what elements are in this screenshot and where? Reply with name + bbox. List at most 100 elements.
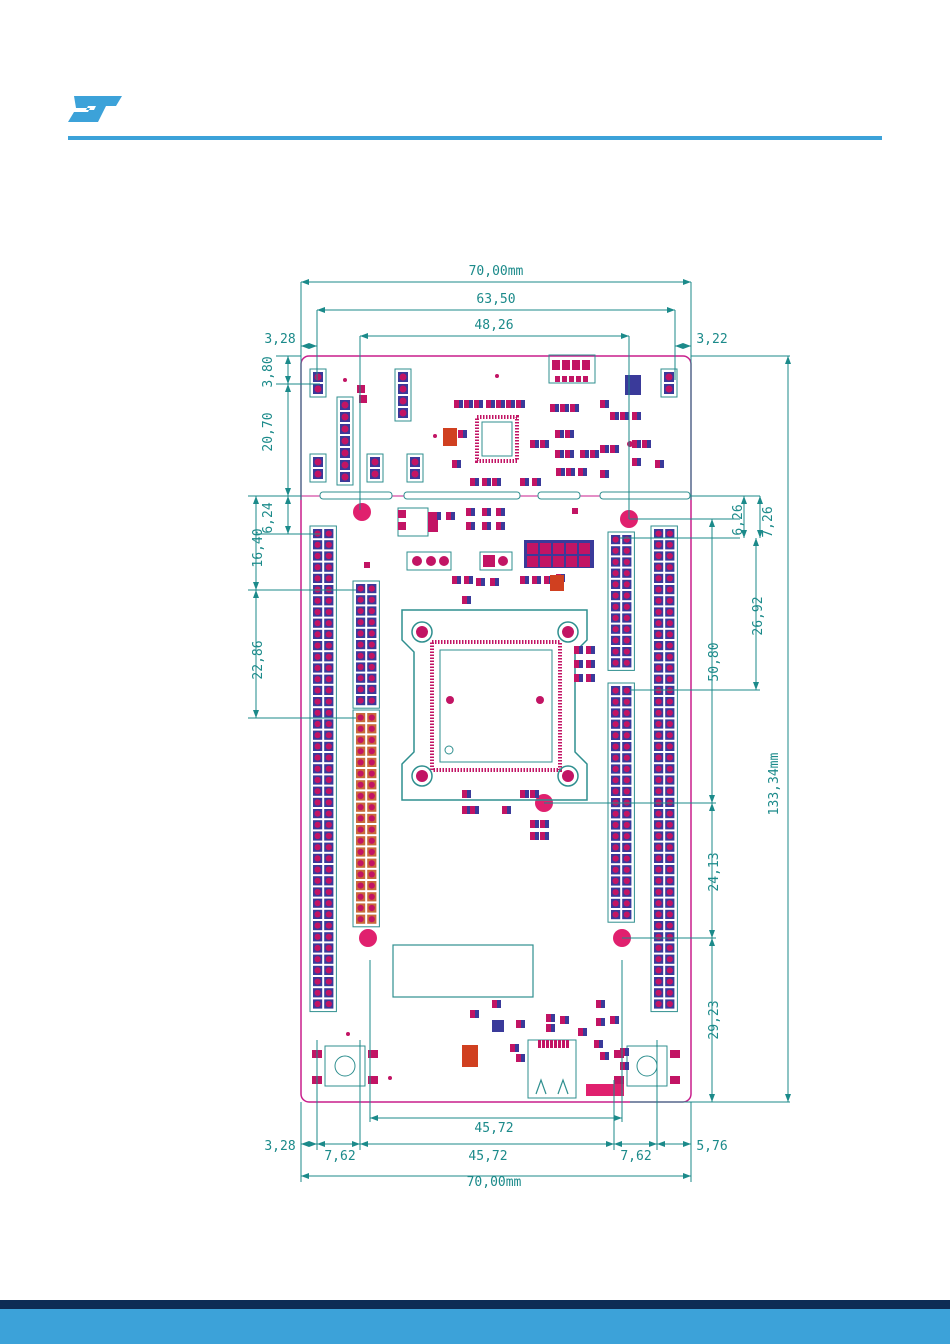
header-top-7pin-pin-pad [342,426,349,433]
smd-pad [540,820,545,828]
regulator-top [443,428,457,446]
header-right-inner-bottom-pin-pad [613,755,619,761]
header-right-inner-top-pin-pad [624,615,630,621]
header-left-inner-bottom-pin-pad [358,782,364,788]
header-right-inner-bottom-pin-pad [613,699,619,705]
header-left-inner-bottom-pin-pad [369,871,375,877]
header-left-outer-pin-pad [326,979,332,985]
header-right-outer-pin-pad [656,956,662,962]
smd-pad [520,790,525,798]
header-right-outer-pin-pad [656,699,662,705]
header-right-inner-bottom-pin-pad [613,744,619,750]
jp-top-right-pin-pad [666,386,673,393]
smd-pad [566,468,571,476]
dim-right-b-label: 7,26 [761,506,776,537]
header-left-outer-pin-pad [315,911,321,917]
header-left-outer-pin-pad [315,687,321,693]
header-right-inner-bottom-pin-pad [613,811,619,817]
smd-pad [565,450,570,458]
jp-top-right-pin-pad [666,374,673,381]
dim-top-inner-label: 48,26 [474,318,513,333]
header-left-outer-pin-pad [315,631,321,637]
header-left-inner-bottom-pin-pad [369,916,375,922]
smd-pad [532,576,537,584]
smd-pad [556,468,561,476]
header-left-outer-pin-pad [315,564,321,570]
header-left-inner-bottom-pin-pad [369,827,375,833]
header-right-outer-pin-pad [667,945,673,951]
dim-top-inner-arrow [621,333,629,339]
smd-pad-blue [595,450,599,458]
header-left-outer-pin-pad [315,900,321,906]
header-right-inner-bottom-pin-pad [624,755,630,761]
header-right-inner-bottom-pin-pad [613,844,619,850]
header-left-inner-bottom-pin-pad [369,759,375,765]
header-left-inner-bottom-pin-pad [369,838,375,844]
dim-top-total-arrow [683,279,691,285]
dim-bottom-left-label: 3,28 [264,1139,295,1154]
header-right-inner-bottom-pin-pad [624,856,630,862]
smd-pad-blue [637,412,641,420]
header-right-inner-top-pin-pad [613,581,619,587]
dim-bottom-total-label: 70,00mm [467,1175,522,1190]
header-right-inner-top-pin-pad [613,537,619,543]
header-right-outer-pin-pad [656,732,662,738]
header-left-inner-bottom-pin-pad [358,883,364,889]
header-right-inner-bottom-pin-pad [613,721,619,727]
header-left-inner-top-pin-pad [369,653,375,659]
header-right-inner-top-pin-pad [613,649,619,655]
smd-pad [474,400,479,408]
smd-pad [578,468,583,476]
smd-pad [574,660,579,668]
header-left-outer-pin-pad [326,777,332,783]
via [343,378,347,382]
header-left-outer-pin-pad [326,755,332,761]
dim-bottom-lpitch-arrow [317,1141,325,1147]
header-left-inner-top-pin-pad [358,642,364,648]
smd-pad [452,460,457,468]
smd-pad [483,555,495,567]
header-right-outer-pin-pad [667,889,673,895]
header-right-outer-pin-pad [667,967,673,973]
smd-pad [670,1076,680,1084]
header-left-inner-top-pin-pad [358,675,364,681]
header-right-outer-pin-pad [667,956,673,962]
header-right-outer-pin-pad [656,676,662,682]
header-right-outer-pin-pad [656,654,662,660]
smd-pad [462,806,467,814]
usb-connector-outline [528,1040,576,1098]
socket-screw-pad [562,770,574,782]
smd-pad-blue [497,478,501,486]
jp-top-left-pin-pad [315,374,322,381]
jp-mid-2-pin-pad [372,459,379,466]
header-left-outer-pin-pad [315,979,321,985]
header-right-outer-pin-pad [656,945,662,951]
dim-right-total-arrow [785,356,791,364]
usb-glyph [536,1080,546,1094]
smd-pad [642,440,647,448]
smd-pad [550,404,555,412]
dim-bottom-right-label: 5,76 [696,1139,727,1154]
header-top-7pin-pin-pad [342,462,349,469]
smd-pad [560,404,565,412]
mcu-body [440,650,552,762]
header-right-inner-bottom-pin-pad [624,744,630,750]
header-right-inner-bottom-pin-pad [613,766,619,772]
smd-pad [655,460,660,468]
header-left-inner-bottom-pin-pad [358,849,364,855]
top-connector-pin-small [562,376,567,382]
smd-pad-blue [585,450,589,458]
dim-right-e-label: 24,13 [707,852,722,891]
header-right-outer-pin-pad [656,542,662,548]
smd-pad-blue [591,674,595,682]
header-right-outer-pin-pad [656,755,662,761]
header-right-outer-pin-pad [656,867,662,873]
header-right-outer-pin-pad [656,878,662,884]
header-right-outer-pin-pad [656,777,662,783]
top-connector-pin [572,360,580,370]
smd-pad [570,404,575,412]
smd-pad-blue [579,674,583,682]
usb-pin [562,1040,565,1048]
header-right-outer-pin-pad [656,575,662,581]
header-right-inner-bottom-pin-pad [624,732,630,738]
